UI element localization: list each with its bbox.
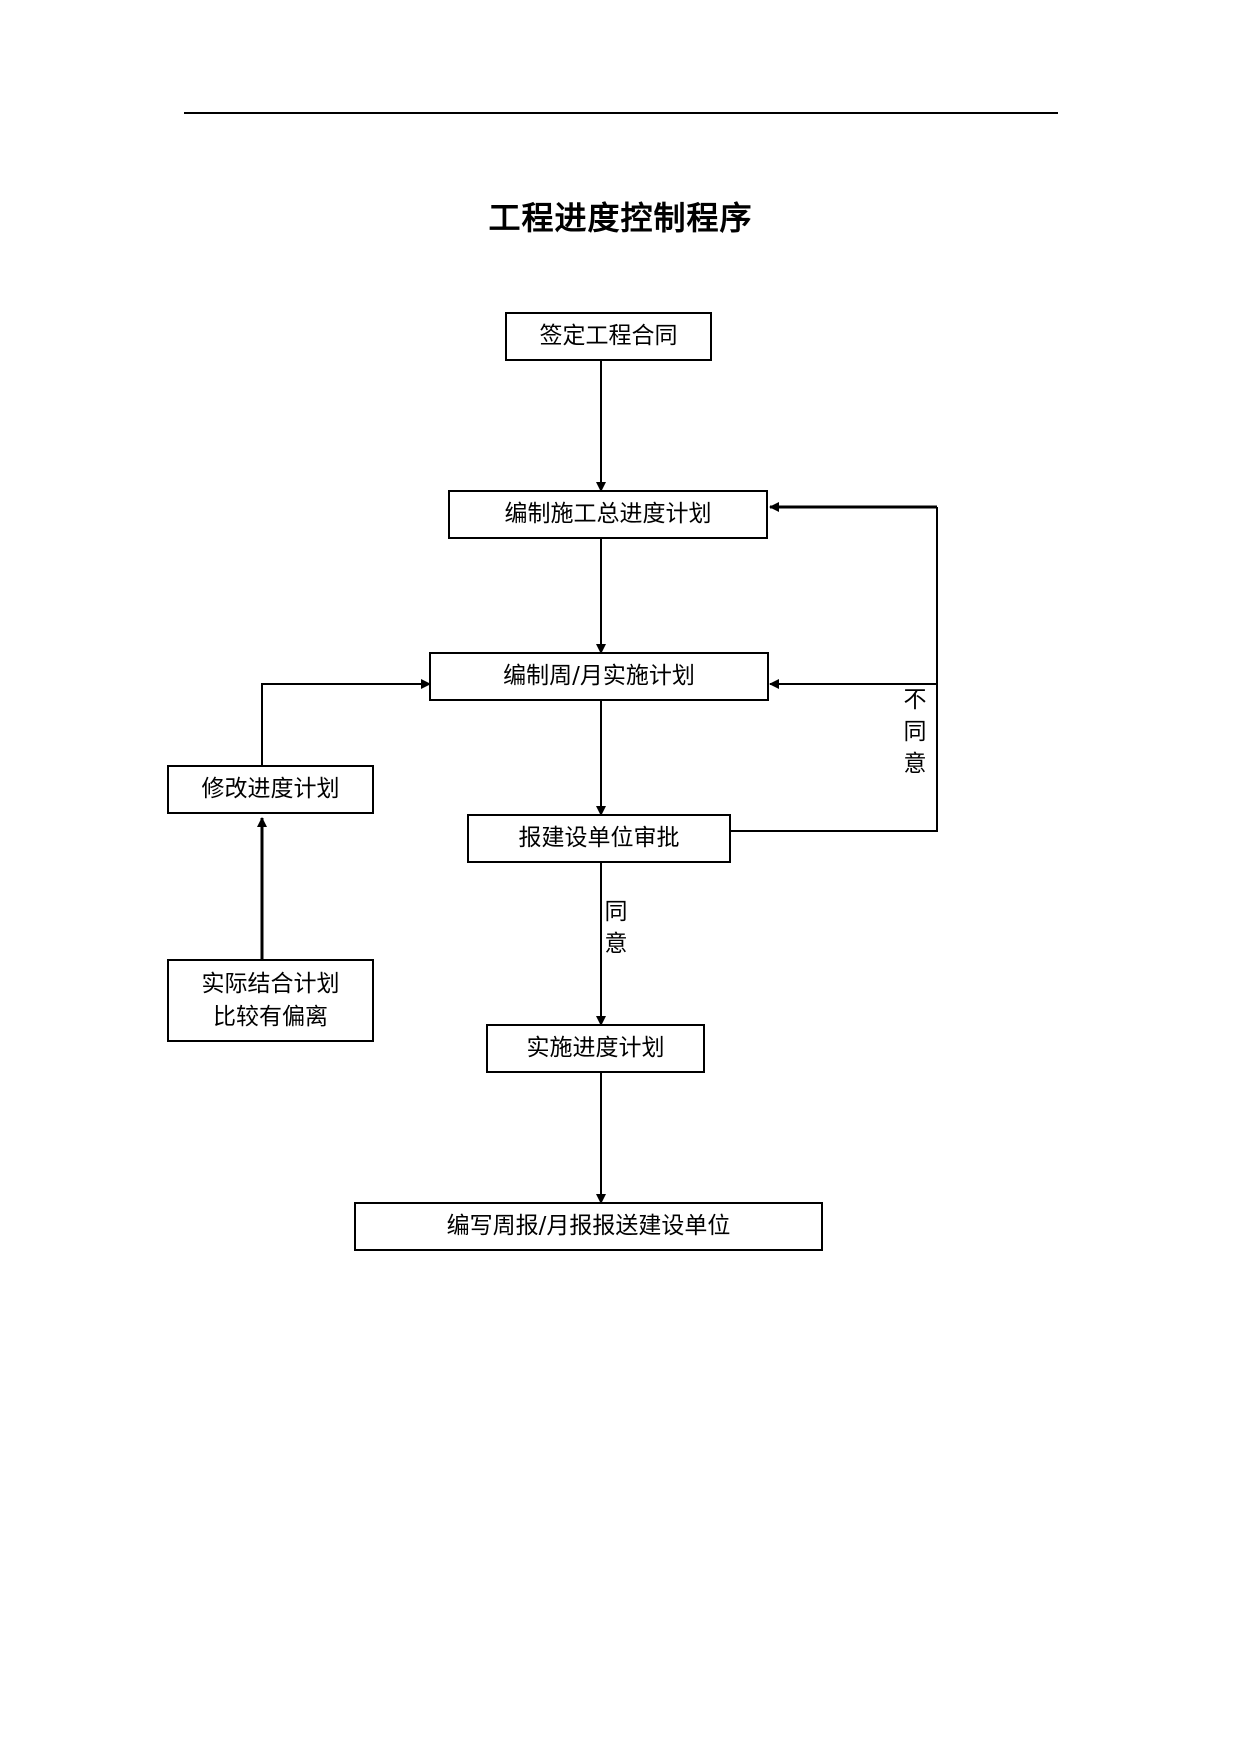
node-submit-approval-label: 报建设单位审批	[518, 825, 680, 852]
node-master-schedule-label: 编制施工总进度计划	[504, 501, 712, 528]
node-implement-plan-label: 实施进度计划	[526, 1035, 665, 1062]
header-rule	[184, 112, 1058, 114]
node-submit-approval: 报建设单位审批	[467, 814, 731, 863]
node-deviation-line1: 实际结合计划	[201, 971, 340, 998]
node-sign-contract-label: 签定工程合同	[539, 323, 678, 350]
label-disagree-char: 不	[903, 687, 927, 713]
node-deviation: 实际结合计划 比较有偏离	[167, 959, 374, 1042]
label-agree-char: 意	[604, 931, 628, 957]
node-weekly-monthly-plan: 编制周/月实施计划	[429, 652, 769, 701]
node-master-schedule: 编制施工总进度计划	[448, 490, 768, 539]
node-report: 编写周报/月报报送建设单位	[354, 1202, 823, 1251]
node-implement-plan: 实施进度计划	[486, 1024, 705, 1073]
arrow-revise-to-weekly	[261, 679, 431, 768]
node-deviation-line2: 比较有偏离	[213, 1003, 328, 1030]
node-weekly-monthly-plan-label: 编制周/月实施计划	[503, 663, 695, 690]
label-agree-char: 同	[604, 899, 628, 925]
page-title: 工程进度控制程序	[488, 199, 753, 237]
node-sign-contract: 签定工程合同	[505, 312, 712, 361]
node-revise-plan-label: 修改进度计划	[201, 776, 340, 803]
label-disagree-char: 意	[903, 751, 927, 777]
label-disagree: 不 同 意	[900, 684, 930, 780]
loop-disagree-rail	[731, 507, 938, 832]
label-agree: 同 意	[601, 896, 631, 960]
label-disagree-char: 同	[903, 719, 927, 745]
node-report-label: 编写周报/月报报送建设单位	[446, 1213, 731, 1240]
node-revise-plan: 修改进度计划	[167, 765, 374, 814]
